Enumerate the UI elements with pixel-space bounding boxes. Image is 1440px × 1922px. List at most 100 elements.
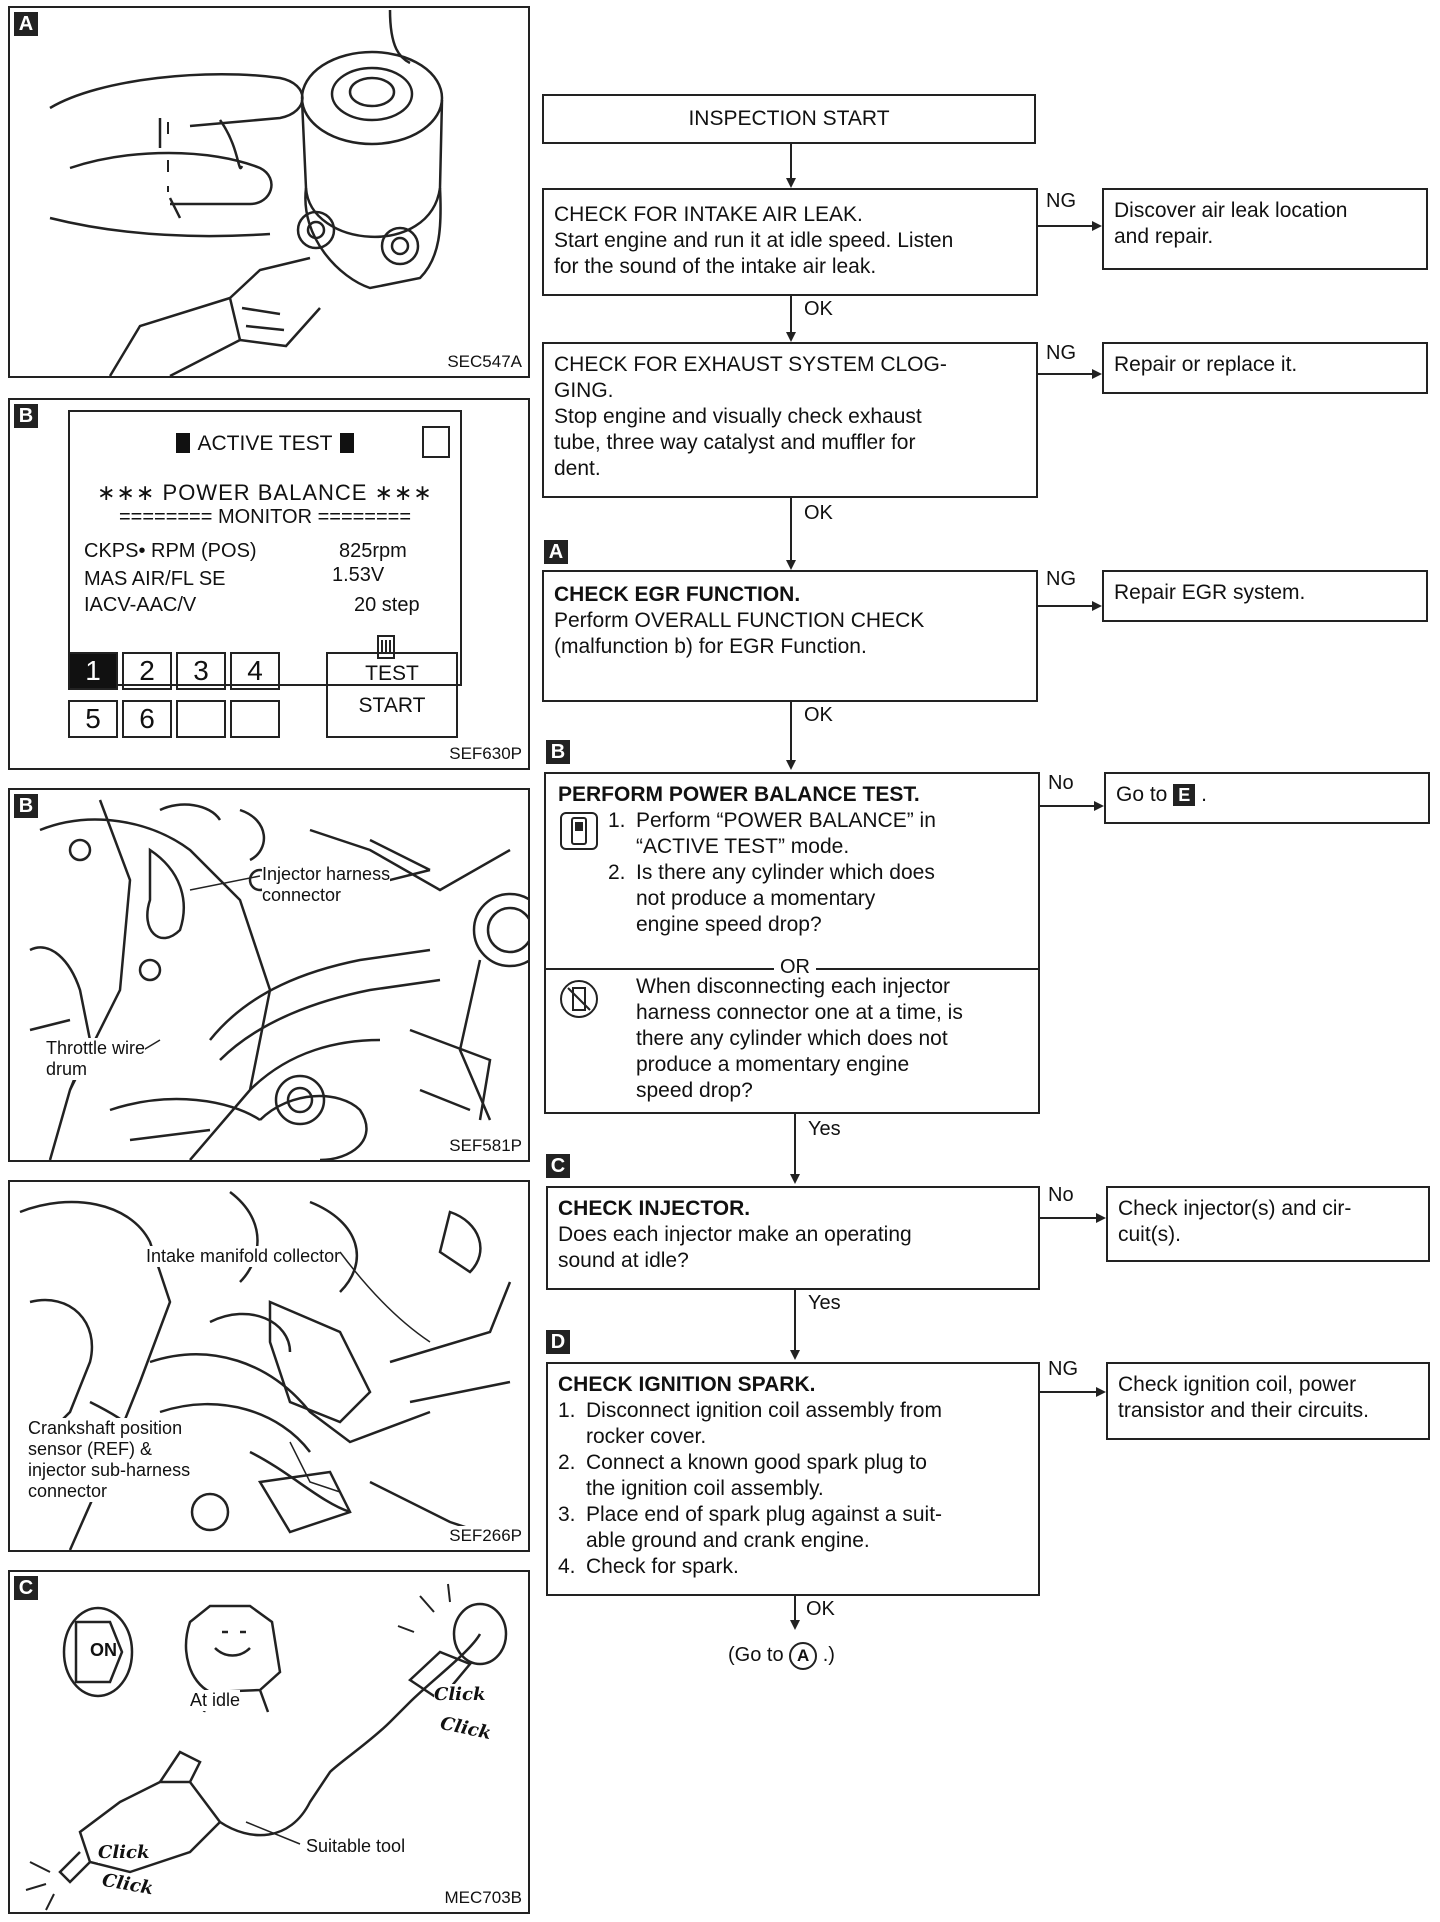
step-text: harness connector one at a time, is (636, 1001, 963, 1024)
step-text: for the sound of the intake air leak. (554, 255, 877, 278)
list-text: engine speed drop? (636, 913, 822, 936)
test-start-button: TEST START (326, 652, 458, 738)
panel-letter-b: B (14, 794, 38, 818)
callout-line: Injector harness (262, 864, 391, 884)
circled-a-icon: A (789, 1642, 818, 1670)
exhaust-system-box: CHECK FOR EXHAUST SYSTEM CLOG- GING. Sto… (542, 342, 1038, 498)
figure-consult-screen: B ACTIVE TEST ∗∗∗ POWER BALANCE ∗∗∗ ====… (8, 398, 530, 770)
step-badge-d: D (546, 1330, 570, 1354)
step-heading: CHECK IGNITION SPARK. (558, 1373, 816, 1396)
list-text: not produce a momentary (636, 887, 876, 910)
check-injector-box: CHECK INJECTOR. Does each injector make … (546, 1186, 1040, 1290)
cylinder-button-1: 1 (68, 652, 118, 690)
go-to-a-text: (Go to A .) (728, 1642, 835, 1670)
check-injector-circuit-box: Check injector(s) and cir- cuit(s). (1106, 1186, 1430, 1262)
repair-replace-box: Repair or replace it. (1102, 342, 1428, 394)
ok-label: OK (804, 704, 833, 727)
monitor-label: CKPS• RPM (POS) (84, 540, 257, 562)
step-text: Does each injector make an operating (558, 1223, 912, 1246)
list-text: Check for spark. (586, 1555, 739, 1578)
no-label: No (1048, 772, 1074, 795)
step-text: dent. (554, 457, 601, 480)
callout-line: drum (46, 1059, 88, 1079)
list-text: Connect a known good spark plug to (586, 1451, 927, 1474)
panel-letter-a: A (14, 12, 38, 36)
screen-monitor-header: ======== MONITOR ======== (118, 506, 412, 528)
callout-line: injector sub-harness (28, 1460, 191, 1480)
list-number: 2. (558, 1451, 576, 1474)
result-text: Go to (1116, 783, 1168, 806)
no-tool-icon (560, 980, 598, 1018)
inspection-start-label: INSPECTION START (688, 107, 890, 130)
monitor-row: IACV-AAC/V 20 step (84, 594, 446, 617)
cylinder-button-6: 6 (122, 700, 172, 738)
step-badge-a: A (544, 540, 568, 564)
yes-label: Yes (808, 1292, 841, 1315)
ignition-steps: 1.Disconnect ignition coil assembly from… (558, 1398, 1028, 1580)
list-item: 2. Is there any cylinder which does not pr… (608, 860, 1028, 938)
screen-checkbox-icon (422, 426, 450, 458)
click-sound-label: Click (98, 1842, 150, 1863)
result-text: Repair or replace it. (1114, 353, 1298, 376)
list-item: 4. Check for spark. (558, 1554, 1028, 1580)
step-text: speed drop? (636, 1079, 753, 1102)
panel-letter-b: B (14, 404, 38, 428)
ignition-spark-box: CHECK IGNITION SPARK. 1.Disconnect ignit… (546, 1362, 1040, 1596)
callout-line: Throttle wire (46, 1038, 146, 1058)
screen-title-text: ACTIVE TEST (197, 432, 333, 455)
list-number: 1. (558, 1399, 576, 1422)
cylinder-button-5: 5 (68, 700, 118, 738)
list-number: 4. (558, 1555, 576, 1578)
ng-label: NG (1048, 1358, 1078, 1381)
result-text: and repair. (1114, 225, 1214, 248)
step-heading: CHECK EGR FUNCTION. (554, 583, 801, 606)
figure-crankshaft-sensor: Intake manifold collector Crankshaft pos… (8, 1180, 530, 1552)
click-sound-label: Click (434, 1684, 486, 1705)
goto-prefix: (Go to (728, 1644, 784, 1666)
test-label: TEST (365, 662, 419, 685)
power-balance-steps: 1.Perform “POWER BALANCE” in“ACTIVE TEST… (608, 808, 1028, 938)
throttle-wire-callout: Throttle wire drum (46, 1038, 146, 1080)
list-text: the ignition coil assembly. (586, 1477, 824, 1500)
crankshaft-sensor-callout: Crankshaft position sensor (REF) & injec… (28, 1418, 191, 1502)
screen-title: ACTIVE TEST (70, 432, 460, 456)
result-text: . (1201, 783, 1207, 806)
cylinder-button-3: 3 (176, 652, 226, 690)
ok-label: OK (804, 298, 833, 321)
step-heading: CHECK FOR INTAKE AIR LEAK. (554, 203, 863, 226)
figure-code: MEC703B (442, 1888, 524, 1908)
injector-sound-illustration (25, 1583, 508, 1911)
result-text: Check ignition coil, power (1118, 1373, 1357, 1396)
cylinder-button-2: 2 (122, 652, 172, 690)
monitor-row: MAS AIR/FL SE 1.53V (84, 564, 446, 591)
figure-code: SEF630P (447, 744, 524, 764)
list-item: 3.Place end of spark plug against a suit… (558, 1502, 1028, 1554)
cylinder-button-blank (230, 700, 280, 738)
step-heading: CHECK INJECTOR. (558, 1197, 751, 1220)
list-text: Place end of spark plug against a suit- (586, 1503, 943, 1526)
list-text: able ground and crank engine. (586, 1529, 870, 1552)
repair-egr-box: Repair EGR system. (1102, 570, 1428, 622)
monitor-value: 825rpm (339, 540, 407, 562)
ng-label: NG (1046, 342, 1076, 365)
ok-label: OK (806, 1598, 835, 1621)
step-text: tube, three way catalyst and muffler for (554, 431, 916, 454)
step-badge-b: B (546, 740, 570, 764)
step-badge-c: C (546, 1154, 570, 1178)
consult-tool-icon (560, 812, 598, 850)
step-text: Perform OVERALL FUNCTION CHECK (554, 609, 925, 632)
figure-code: SEC547A (445, 352, 524, 372)
monitor-value: 20 step (354, 594, 420, 616)
cylinder-button-blank (176, 700, 226, 738)
list-text: Is there any cylinder which does (636, 861, 935, 884)
step-text: Stop engine and visually check exhaust (554, 405, 922, 428)
result-text: Discover air leak location (1114, 199, 1348, 222)
at-idle-label: At idle (190, 1690, 241, 1711)
monitor-label: MAS AIR/FL SE (84, 568, 226, 590)
result-text: cuit(s). (1118, 1223, 1181, 1246)
list-number: 2. (608, 861, 626, 884)
no-label: No (1048, 1184, 1074, 1207)
egr-valve-illustration (49, 9, 444, 376)
go-to-e-box: Go to E . (1104, 772, 1430, 824)
